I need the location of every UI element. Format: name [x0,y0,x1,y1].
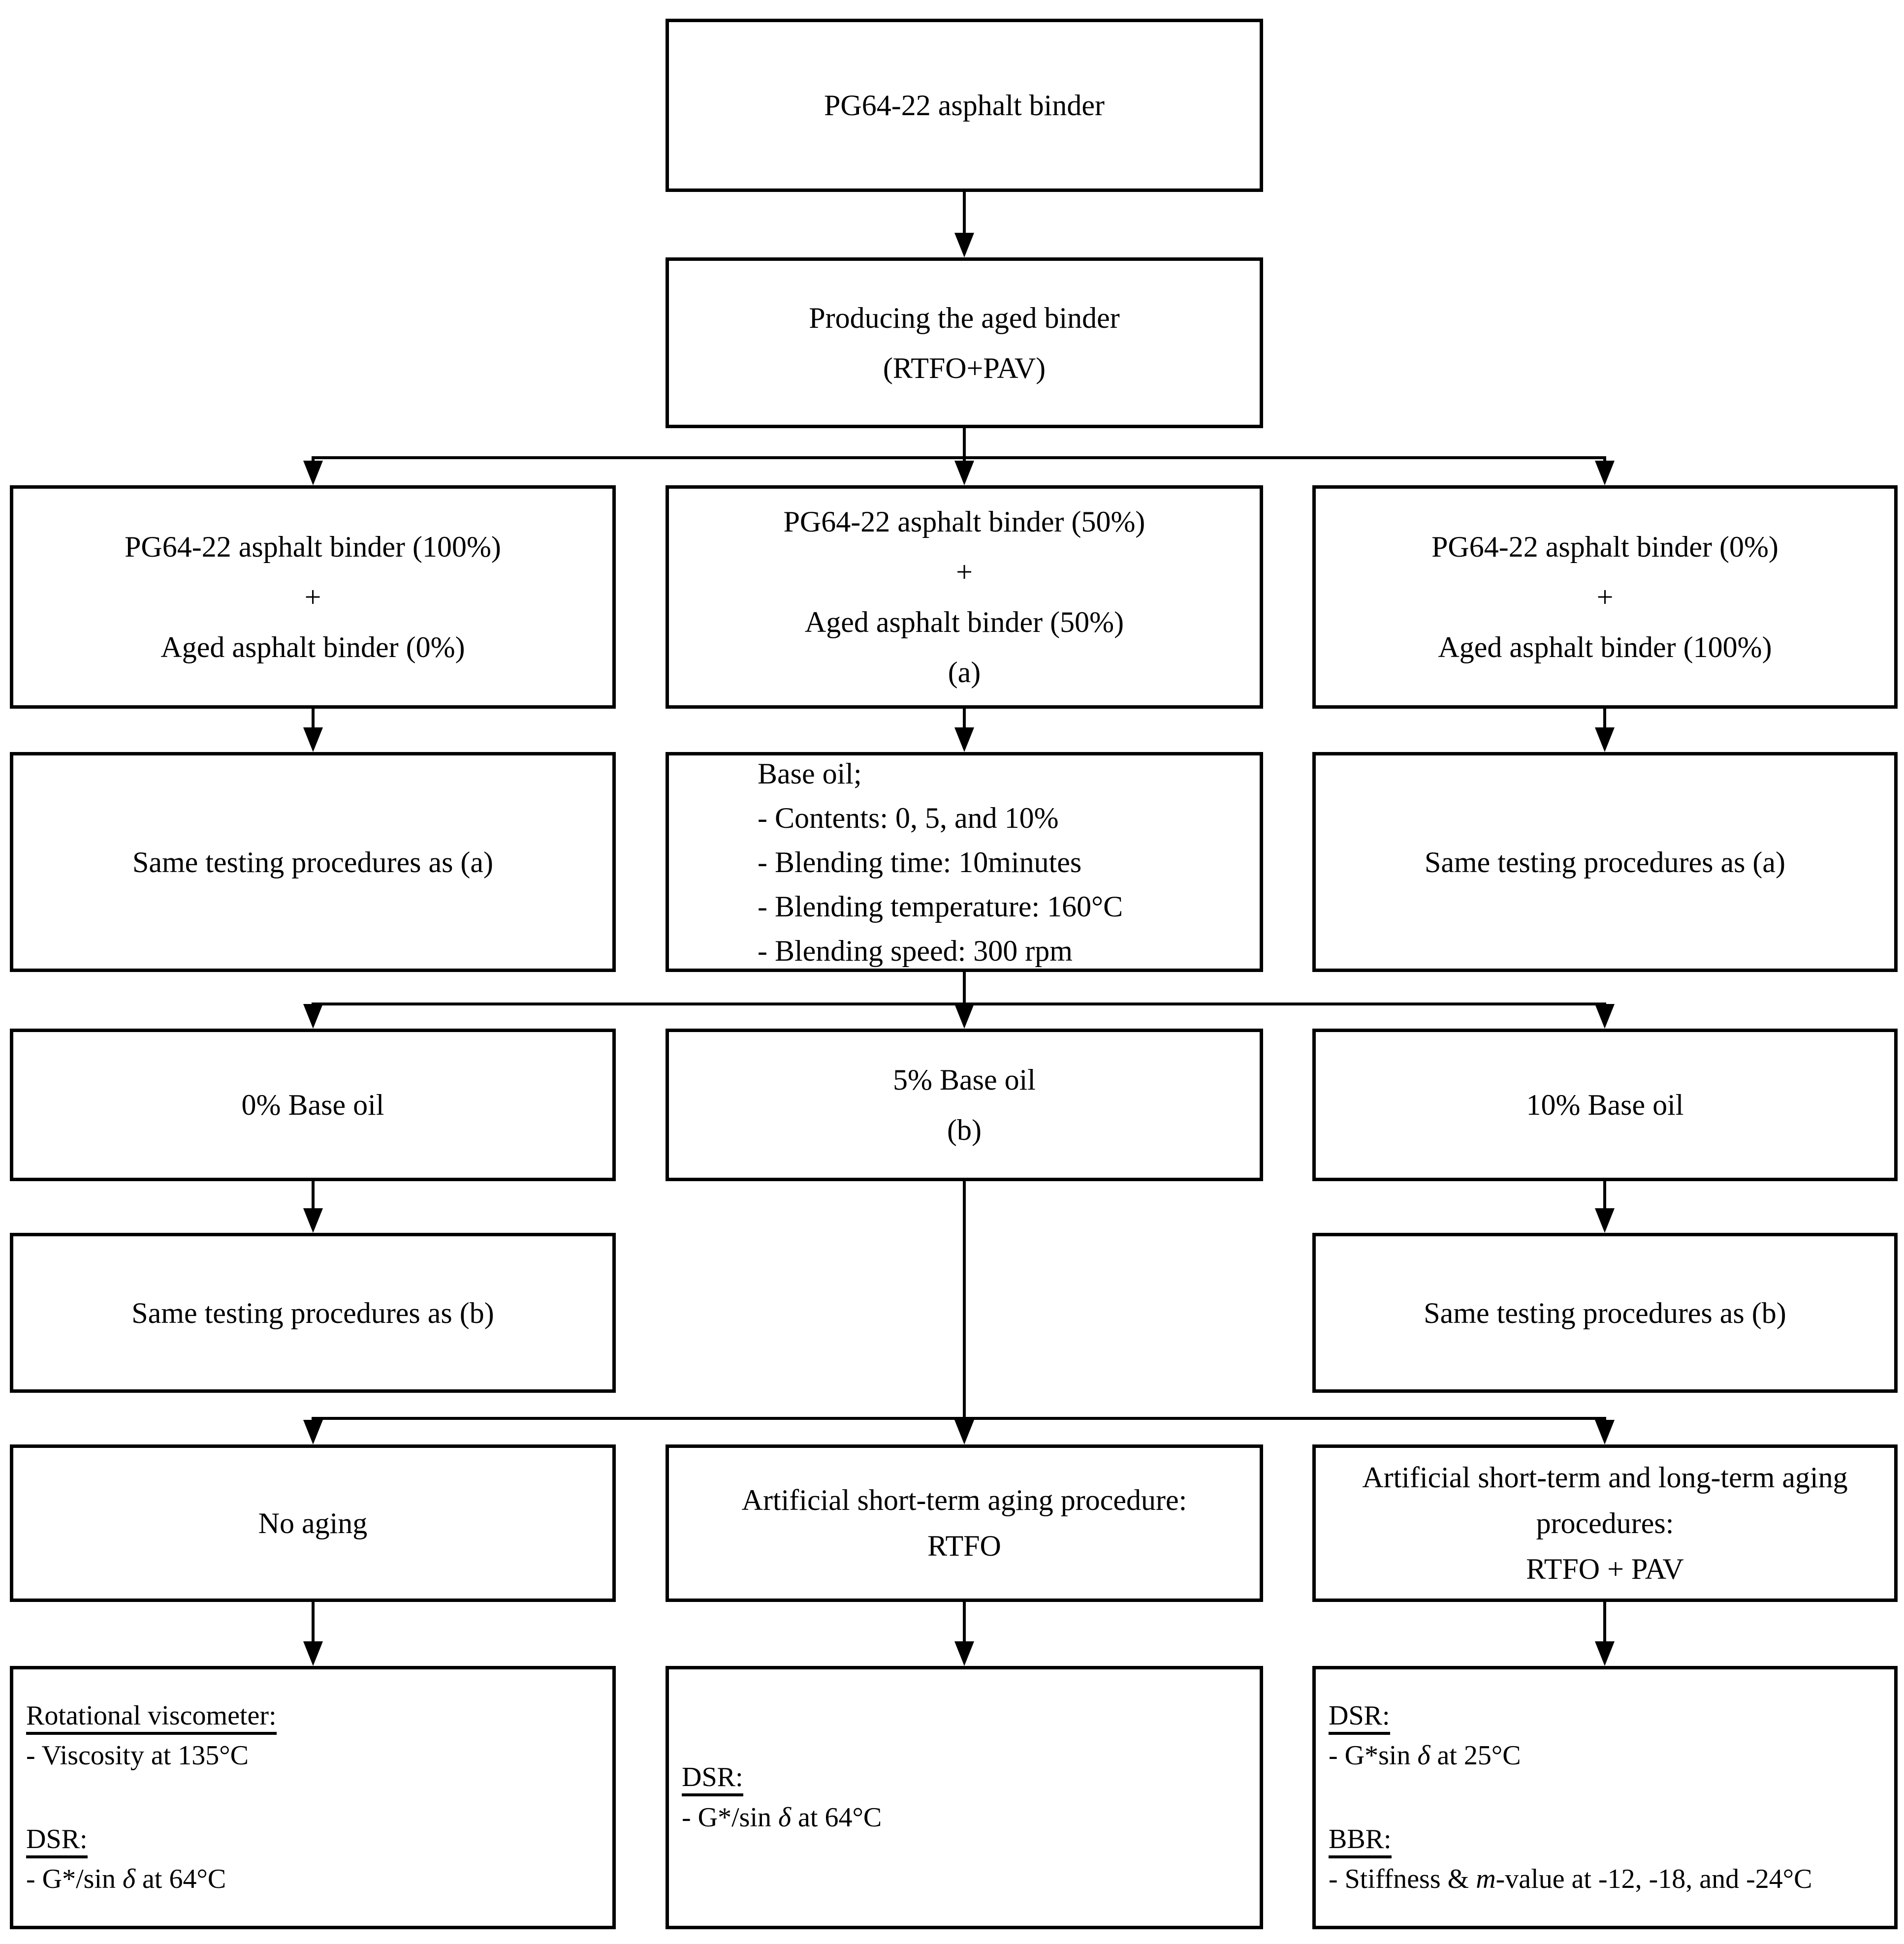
node-results-unaged: Rotational viscometer: - Viscosity at 13… [10,1666,616,1929]
node-no-aging-label: No aging [258,1507,368,1539]
arrowhead-into-base-oil [954,727,974,752]
node-base-oil-label: Base oil; - Contents: 0, 5, and 10% - Bl… [758,757,1123,967]
node-source-binder: PG64-22 asphalt binder [666,19,1263,192]
results-unaged-heading2: DSR: [26,1819,88,1859]
node-oil-10: 10% Base oil [1312,1029,1898,1181]
results-rtfo-pav-item2: - Stiffness & m-value at -12, -18, and -… [1329,1863,1812,1894]
node-rtfo-pav: Artificial short-term and long-term agin… [1312,1444,1898,1602]
arrowhead-into-rtfo-pav [1595,1420,1615,1444]
node-blend-100-0: PG64-22 asphalt binder (100%) + Aged asp… [10,485,616,709]
node-results-rtfo: DSR: - G*/sin δ at 64°C [666,1666,1263,1929]
arrowhead-into-aging [954,233,974,257]
branch1-line [312,456,1606,459]
arrowhead-into-same-b-left [303,1208,323,1233]
arrowhead-into-same-a-left [303,727,323,752]
node-same-as-a-left-label: Same testing procedures as (a) [132,846,494,878]
connector-rtfopav-to-results [1603,1602,1606,1646]
node-same-as-b-left-label: Same testing procedures as (b) [131,1296,494,1329]
node-same-as-a-right-label: Same testing procedures as (a) [1424,846,1786,878]
node-oil-5: 5% Base oil (b) [666,1029,1263,1181]
connector-source-to-aging [963,192,966,236]
node-rtfo: Artificial short-term aging procedure: R… [666,1444,1263,1602]
connector-oil5-to-branch3 [963,1181,966,1420]
arrowhead-into-blend-50-50 [954,461,974,485]
branch3-line [312,1417,1606,1420]
arrowhead-into-same-a-right [1595,727,1615,752]
branch1-stub-left [312,456,315,464]
node-blend-0-100-label: PG64-22 asphalt binder (0%) + Aged aspha… [1431,531,1778,663]
node-oil-0-label: 0% Base oil [241,1089,384,1121]
arrowhead-into-oil-10 [1595,1004,1615,1029]
connector-oil0-to-same-b [312,1181,315,1211]
node-oil-10-label: 10% Base oil [1526,1089,1684,1121]
connector-rtfo-to-results [963,1602,966,1646]
arrowhead-into-rtfo [954,1420,974,1444]
node-results-rtfo-pav: DSR: - G*sin δ at 25°C BBR: - Stiffness … [1312,1666,1898,1929]
node-same-as-b-right-label: Same testing procedures as (b) [1424,1296,1786,1329]
node-blend-100-0-label: PG64-22 asphalt binder (100%) + Aged asp… [125,531,501,663]
arrowhead-into-no-aging [303,1420,323,1444]
node-source-binder-label: PG64-22 asphalt binder [824,89,1105,122]
node-same-as-b-left: Same testing procedures as (b) [10,1233,616,1393]
arrowhead-into-results-rtfo [954,1641,974,1666]
arrowhead-into-blend-0-100 [1595,461,1615,485]
connector-oil10-to-same-b [1603,1181,1606,1211]
arrowhead-into-blend-100-0 [303,461,323,485]
node-base-oil: Base oil; - Contents: 0, 5, and 10% - Bl… [666,752,1263,972]
node-blend-0-100: PG64-22 asphalt binder (0%) + Aged aspha… [1312,485,1898,709]
results-rtfo-item1: - G*/sin δ at 64°C [682,1802,882,1833]
node-oil-0: 0% Base oil [10,1029,616,1181]
connector-blend50-to-baseoil [963,709,966,730]
node-same-as-a-left: Same testing procedures as (a) [10,752,616,972]
results-unaged-heading1: Rotational viscometer: [26,1696,277,1736]
connector-aging-to-branch1 [963,428,966,459]
node-rtfo-pav-label: Artificial short-term and long-term agin… [1362,1461,1848,1585]
branch1-stub-center [963,456,966,464]
node-rtfo-label: Artificial short-term aging procedure: R… [741,1484,1187,1562]
results-unaged-item2: - G*/sin δ at 64°C [26,1863,226,1894]
node-aging-production: Producing the aged binder (RTFO+PAV) [666,257,1263,428]
arrowhead-into-results-unaged [303,1641,323,1666]
results-rtfo-heading1: DSR: [682,1757,743,1797]
node-no-aging: No aging [10,1444,616,1602]
results-rtfo-pav-heading1: DSR: [1329,1696,1390,1736]
branch1-stub-right [1603,456,1606,464]
node-same-as-a-right: Same testing procedures as (a) [1312,752,1898,972]
arrowhead-into-oil-5 [954,1004,974,1029]
node-blend-50-50-label: PG64-22 asphalt binder (50%) + Aged asph… [783,505,1145,689]
node-same-as-b-right: Same testing procedures as (b) [1312,1233,1898,1393]
connector-noaging-to-results [312,1602,315,1646]
arrowhead-into-oil-0 [303,1004,323,1029]
node-aging-production-label: Producing the aged binder (RTFO+PAV) [809,301,1120,384]
connector-baseoil-to-branch2 [963,972,966,1005]
connector-blend0-to-same-a [1603,709,1606,730]
connector-blend100-to-same-a [312,709,315,730]
node-blend-50-50: PG64-22 asphalt binder (50%) + Aged asph… [666,485,1263,709]
node-oil-5-label: 5% Base oil (b) [893,1064,1036,1146]
results-rtfo-pav-heading2: BBR: [1329,1819,1392,1859]
results-unaged-item1: - Viscosity at 135°C [26,1740,249,1771]
results-rtfo-pav-item1: - G*sin δ at 25°C [1329,1740,1521,1771]
arrowhead-into-same-b-right [1595,1208,1615,1233]
arrowhead-into-results-rtfo-pav [1595,1641,1615,1666]
